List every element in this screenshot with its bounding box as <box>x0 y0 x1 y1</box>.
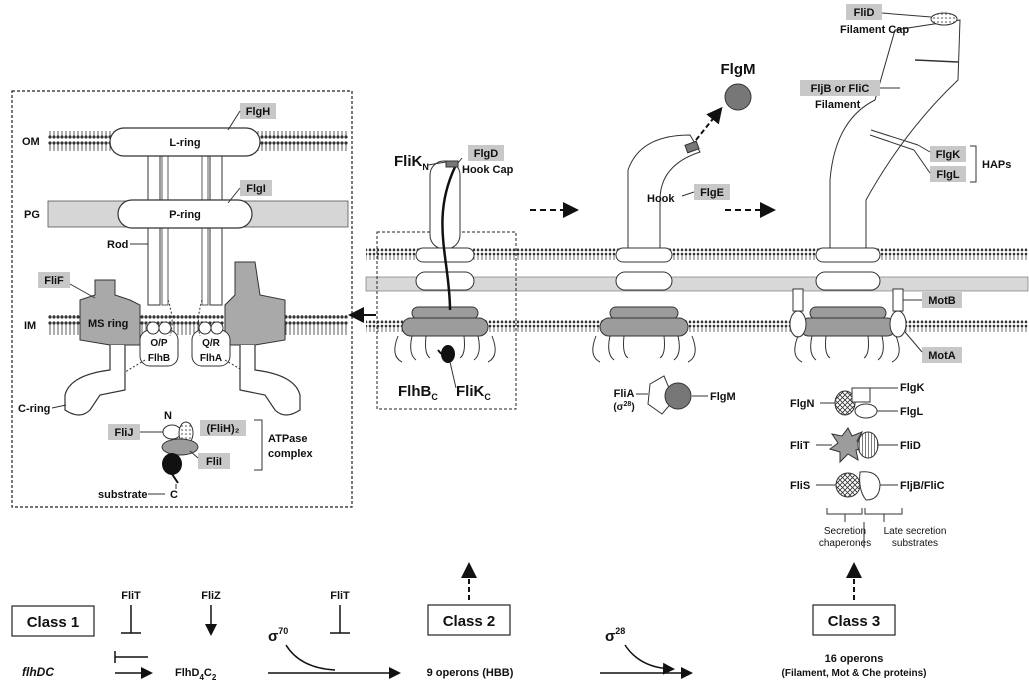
rod <box>148 155 160 305</box>
n-label: N <box>164 410 172 422</box>
late-secretion-label: Late secretion <box>884 526 947 537</box>
flik-c-label: FliKC <box>456 383 491 402</box>
flii-label: FliI <box>206 456 222 468</box>
chaperones-label: chaperones <box>819 538 871 549</box>
flik-n-label: FliKN <box>394 153 429 172</box>
flhdc-label: flhDC <box>22 665 54 679</box>
stage1-basal-body <box>395 161 495 363</box>
flij-label: FliJ <box>115 427 134 439</box>
p-ring-label: P-ring <box>169 209 201 221</box>
flgk-substrate <box>852 388 870 402</box>
class1-label: Class 1 <box>27 614 80 631</box>
stage3-flagellum <box>790 20 960 362</box>
flit-b-label: FliT <box>330 590 350 602</box>
c-label: C <box>170 489 178 501</box>
filament-label: Filament <box>815 99 861 111</box>
operons16-sub-label: (Filament, Mot & Che proteins) <box>782 668 927 679</box>
flgd-label: FlgD <box>474 148 498 160</box>
haps-label: HAPs <box>982 159 1011 171</box>
chap-flgk-label: FlgK <box>900 382 924 394</box>
chap-flis-label: FliS <box>790 480 810 492</box>
flgi-label: FlgI <box>246 183 266 195</box>
atpase-label: ATPase <box>268 433 308 445</box>
c-ring-label: C-ring <box>18 403 50 415</box>
flgm-bottom-label: FlgM <box>710 391 736 403</box>
chap-flit-label: FliT <box>790 440 810 452</box>
flgm-protein-bottom <box>665 383 691 409</box>
motb-label: MotB <box>928 295 956 307</box>
operons9-label: 9 operons (HBB) <box>427 667 514 679</box>
rod <box>210 155 222 305</box>
flgh-label: FlgH <box>246 106 270 118</box>
flgm-protein-top <box>725 84 751 110</box>
pg-label: PG <box>24 209 40 221</box>
flid-top-label: FliD <box>854 7 875 19</box>
flge-label: FlgE <box>700 187 724 199</box>
substrate-label: substrate <box>98 489 148 501</box>
chap-flgl-label: FlgL <box>900 406 923 418</box>
complex-label: complex <box>268 448 314 460</box>
rod-label: Rod <box>107 239 128 251</box>
chap-fljb-flic-label: FljB/FliC <box>900 480 945 492</box>
qr-label: Q/R <box>202 338 221 349</box>
substrates-label: substrates <box>892 538 938 549</box>
flif-label: FliF <box>44 275 64 287</box>
flha-label: FlhA <box>200 353 222 364</box>
flid-cap <box>931 13 957 25</box>
ms-ring-right <box>225 262 285 345</box>
operons16-label: 16 operons <box>825 653 884 665</box>
flij-protein <box>163 425 181 439</box>
flgn-label: FlgN <box>790 398 814 410</box>
c-ring-right <box>240 345 300 415</box>
class2-label: Class 2 <box>443 613 496 630</box>
substrate-protein <box>162 453 182 475</box>
op-label: O/P <box>150 338 168 349</box>
flhb-label: FlhB <box>148 353 170 364</box>
im-label: IM <box>24 320 36 332</box>
om-label: OM <box>22 136 40 148</box>
flgl-substrate <box>855 404 877 418</box>
sigma28-reg-label: σ28 <box>605 626 625 645</box>
ms-ring-left <box>80 280 140 345</box>
flih-label: (FliH)₂ <box>207 423 240 435</box>
sigma28-label: (σ28) <box>613 401 634 413</box>
chap-flid-label: FliD <box>900 440 921 452</box>
hookcap-label: Hook Cap <box>462 164 514 176</box>
flit-a-label: FliT <box>121 590 141 602</box>
flid-protein <box>858 432 878 458</box>
flgm-top-label: FlgM <box>721 61 756 78</box>
mota-label: MotA <box>928 350 956 362</box>
hook-label: Hook <box>647 193 675 205</box>
c-ring-left <box>65 345 125 415</box>
fljb-flic-protein <box>860 472 880 500</box>
filcap-label: Filament Cap <box>840 24 909 36</box>
flis-protein <box>836 473 860 497</box>
l-ring-label: L-ring <box>169 137 200 149</box>
flgl-label: FlgL <box>936 169 959 181</box>
flhd4c2-label: FlhD4C2 <box>175 667 217 682</box>
fliz-label: FliZ <box>201 590 221 602</box>
fljb-flic-label: FljB or FliC <box>811 83 870 95</box>
flhb-c-label: FlhBC <box>398 383 438 402</box>
class3-label: Class 3 <box>828 613 881 630</box>
secretion-label: Secretion <box>824 526 866 537</box>
flii-protein <box>162 439 198 455</box>
flgk-label: FlgK <box>936 149 960 161</box>
sigma70-label: σ70 <box>268 626 288 645</box>
flia-label: FliA <box>614 388 635 400</box>
ms-ring-label: MS ring <box>88 318 128 330</box>
